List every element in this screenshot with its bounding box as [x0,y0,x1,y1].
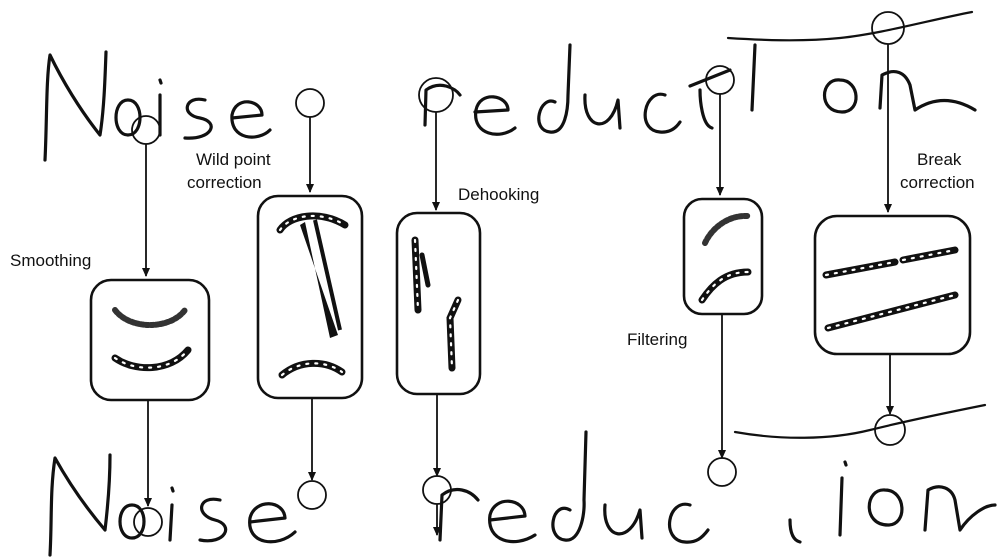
dehooking-box [395,211,482,396]
output-node [422,475,452,505]
stage-smoothing [89,115,211,537]
input-node [705,65,735,95]
stage-break [813,11,972,446]
label-break-line2: correction [900,173,975,192]
label-wild-point-line1: Wild point [196,150,271,169]
input-node [295,88,325,118]
output-node [707,457,737,487]
smoothing-box [89,278,211,402]
output-node [133,507,163,537]
input-node [418,77,454,113]
stage-wild-point [256,88,364,510]
wild-point-box [256,194,364,400]
label-dehooking: Dehooking [458,185,540,204]
stage-filtering [682,65,764,487]
label-break-line1: Break [917,150,962,169]
filtering-box [682,197,764,316]
handwritten-title-bottom [48,403,997,557]
output-node [297,480,327,510]
break-box [813,214,972,356]
label-filtering: Filtering [627,330,688,349]
stage-dehooking [395,77,482,536]
label-wild-point-line2: correction [187,173,262,192]
handwritten-title-top [43,10,977,162]
output-node [874,414,906,446]
label-smoothing: Smoothing [10,251,92,270]
